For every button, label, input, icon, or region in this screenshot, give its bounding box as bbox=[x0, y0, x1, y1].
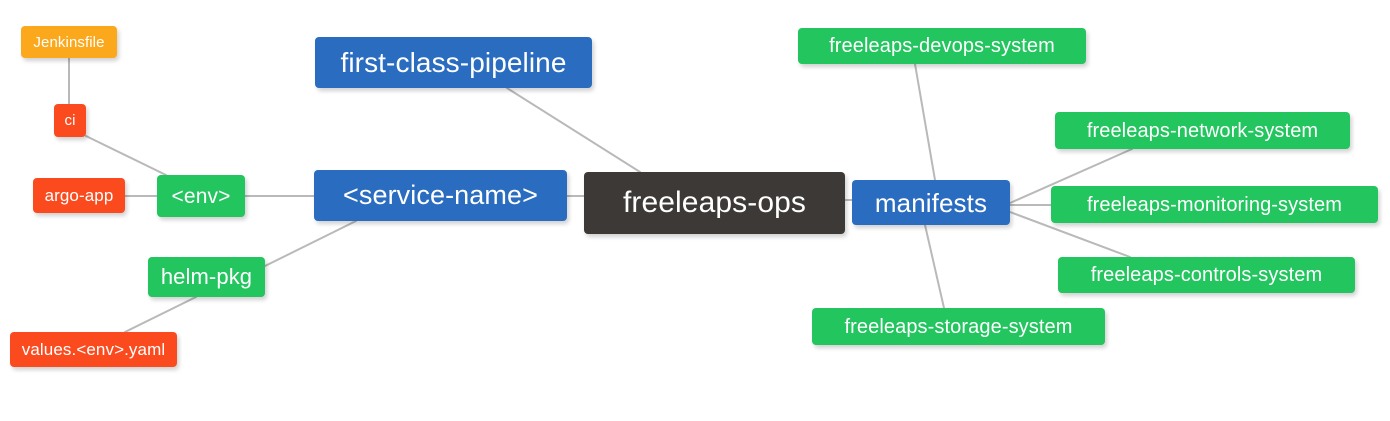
mindmap-node-freeleaps-monitoring-system[interactable]: freeleaps-monitoring-system bbox=[1051, 186, 1378, 223]
mindmap-node-values-env-yaml[interactable]: values.<env>.yaml bbox=[10, 332, 177, 367]
mindmap-node-env[interactable]: <env> bbox=[157, 175, 245, 217]
mindmap-node-freeleaps-devops-system[interactable]: freeleaps-devops-system bbox=[798, 28, 1086, 64]
edge-ci-to-env bbox=[85, 135, 167, 176]
mindmap-node-label: freeleaps-ops bbox=[622, 186, 807, 219]
edge-first-class-pipeline-to-freeleaps-ops bbox=[506, 87, 641, 173]
mindmap-node-label: <service-name> bbox=[343, 180, 538, 210]
mindmap-node-first-class-pipeline[interactable]: first-class-pipeline bbox=[315, 37, 592, 88]
mindmap-node-freeleaps-controls-system[interactable]: freeleaps-controls-system bbox=[1058, 257, 1355, 293]
mindmap-node-label: ci bbox=[64, 112, 76, 129]
edge-service-name-to-helm-pkg bbox=[264, 220, 357, 267]
mindmap-node-jenkinsfile[interactable]: Jenkinsfile bbox=[21, 26, 117, 58]
mindmap-node-label: Jenkinsfile bbox=[33, 33, 105, 51]
mindmap-node-ci[interactable]: ci bbox=[54, 104, 86, 137]
edge-manifests-to-freeleaps-devops-system bbox=[914, 63, 936, 181]
mindmap-node-label: manifests bbox=[874, 187, 988, 218]
mindmap-node-service-name[interactable]: <service-name> bbox=[314, 170, 567, 221]
mindmap-node-freeleaps-network-system[interactable]: freeleaps-network-system bbox=[1055, 112, 1350, 149]
mindmap-node-label: freeleaps-network-system bbox=[1086, 119, 1319, 142]
mindmap-node-label: helm-pkg bbox=[160, 264, 253, 289]
mindmap-node-label: argo-app bbox=[44, 186, 114, 205]
mindmap-node-label: freeleaps-storage-system bbox=[844, 315, 1073, 338]
mindmap-node-manifests[interactable]: manifests bbox=[852, 180, 1010, 225]
mindmap-node-helm-pkg[interactable]: helm-pkg bbox=[148, 257, 265, 297]
mindmap-node-label: freeleaps-controls-system bbox=[1090, 264, 1323, 286]
mindmap-node-freeleaps-storage-system[interactable]: freeleaps-storage-system bbox=[812, 308, 1105, 345]
mindmap-node-label: <env> bbox=[171, 184, 231, 208]
edge-manifests-to-freeleaps-storage-system bbox=[924, 224, 945, 309]
mindmap-node-label: first-class-pipeline bbox=[340, 46, 567, 78]
mindmap-node-label: freeleaps-devops-system bbox=[829, 35, 1055, 57]
mindmap-node-argo-app[interactable]: argo-app bbox=[33, 178, 125, 213]
mindmap-node-freeleaps-ops[interactable]: freeleaps-ops bbox=[584, 172, 845, 234]
mindmap-node-label: freeleaps-monitoring-system bbox=[1086, 193, 1342, 216]
edge-helm-pkg-to-values-env-yaml bbox=[124, 296, 197, 333]
mindmap-node-label: values.<env>.yaml bbox=[21, 340, 166, 359]
